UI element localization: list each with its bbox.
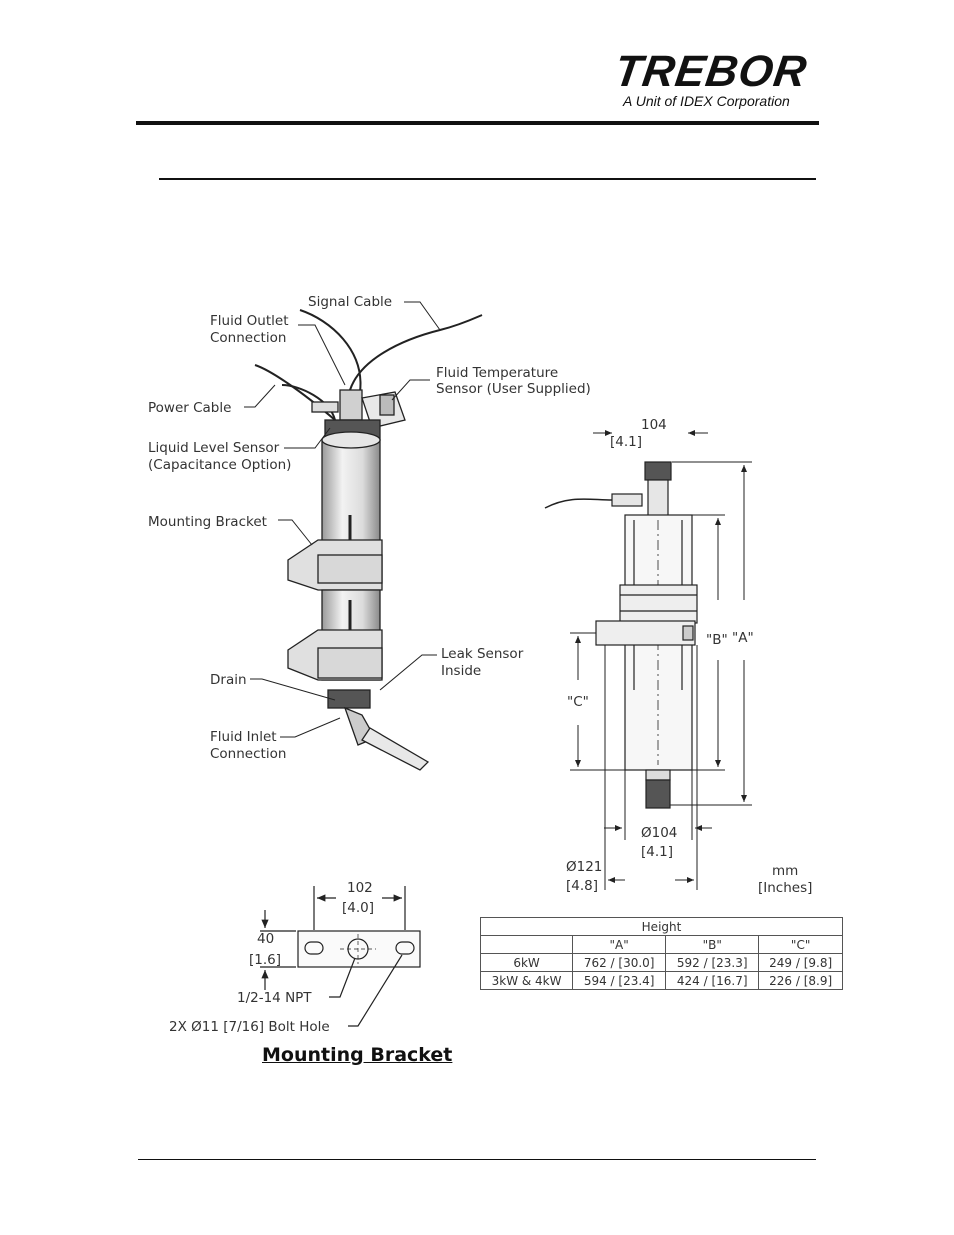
table-cell-model: 6kW <box>479 953 574 972</box>
table-header-b: "B" <box>665 935 760 954</box>
table-cell-c: 226 / [8.9] <box>758 971 843 990</box>
label-mounting-bracket: Mounting Bracket <box>148 514 267 530</box>
table-cell-b: 592 / [23.3] <box>665 953 760 972</box>
label-fluid-outlet-1: Fluid Outlet <box>210 313 289 329</box>
label-fluid-temp-1: Fluid Temperature <box>436 365 558 381</box>
table-cell-a: 762 / [30.0] <box>572 953 667 972</box>
bracket-detail <box>260 886 421 1027</box>
bracket-title: Mounting Bracket <box>262 1044 453 1066</box>
dim-body-dia-mm: Ø104 <box>641 825 677 841</box>
table-header-a: "A" <box>572 935 667 954</box>
bracket-height-mm: 40 <box>257 931 274 947</box>
table-header-blank <box>479 935 574 954</box>
bracket-height-in: [1.6] <box>249 952 281 968</box>
bracket-bolt-hole: 2X Ø11 [7/16] Bolt Hole <box>169 1019 330 1035</box>
table-header-c: "C" <box>758 935 843 954</box>
logo-subtitle: A Unit of IDEX Corporation <box>623 93 790 109</box>
label-fluid-outlet-2: Connection <box>210 330 286 346</box>
units-mm: mm <box>772 863 798 879</box>
label-fluid-inlet-2: Connection <box>210 746 286 762</box>
section-rule <box>159 178 816 180</box>
dim-body-dia-in: [4.1] <box>641 844 673 860</box>
isometric-leaders <box>244 301 441 738</box>
table-row: 6kW 762 / [30.0] 592 / [23.3] 249 / [9.8… <box>479 953 843 972</box>
table-cell-c: 249 / [9.8] <box>758 953 843 972</box>
label-signal-cable: Signal Cable <box>308 294 392 310</box>
table-cell-a: 594 / [23.4] <box>572 971 667 990</box>
dim-top-width-mm: 104 <box>641 417 667 433</box>
bracket-npt: 1/2-14 NPT <box>237 990 312 1006</box>
height-table: Height "A" "B" "C" 6kW 762 / [30.0] 592 … <box>479 917 843 990</box>
trebor-logo: TREBOR A Unit of IDEX Corporation <box>612 47 815 109</box>
label-liquid-level-1: Liquid Level Sensor <box>148 440 280 456</box>
dim-top-width-in: [4.1] <box>610 434 642 450</box>
bracket-width-in: [4.0] <box>342 900 374 916</box>
dim-bracket-dia-in: [4.8] <box>566 878 598 894</box>
side-elevation <box>544 461 698 809</box>
table-title-row: Height <box>480 917 843 936</box>
footer-rule <box>138 1159 816 1160</box>
dim-label-b: "B" <box>706 632 728 648</box>
dim-label-a: "A" <box>732 630 754 646</box>
label-leak-sensor-1: Leak Sensor <box>441 646 524 662</box>
label-power-cable: Power Cable <box>148 400 231 416</box>
label-fluid-temp-2: Sensor (User Supplied) <box>436 381 591 397</box>
label-liquid-level-2: (Capacitance Option) <box>148 457 291 473</box>
table-header-row: "A" "B" "C" <box>479 935 843 954</box>
header-rule <box>136 121 819 125</box>
table-row: 3kW & 4kW 594 / [23.4] 424 / [16.7] 226 … <box>479 971 843 990</box>
dim-label-c: "C" <box>567 694 589 710</box>
table-cell-b: 424 / [16.7] <box>665 971 760 990</box>
units-inches: [Inches] <box>758 880 812 896</box>
isometric-assembly <box>254 309 483 771</box>
bracket-width-mm: 102 <box>347 880 373 896</box>
label-drain: Drain <box>210 672 247 688</box>
label-leak-sensor-2: Inside <box>441 663 481 679</box>
label-fluid-inlet-1: Fluid Inlet <box>210 729 277 745</box>
dimension-lines <box>570 430 752 890</box>
table-cell-model: 3kW & 4kW <box>479 971 574 990</box>
dim-bracket-dia-mm: Ø121 <box>566 859 602 875</box>
table-title: Height <box>480 917 843 936</box>
